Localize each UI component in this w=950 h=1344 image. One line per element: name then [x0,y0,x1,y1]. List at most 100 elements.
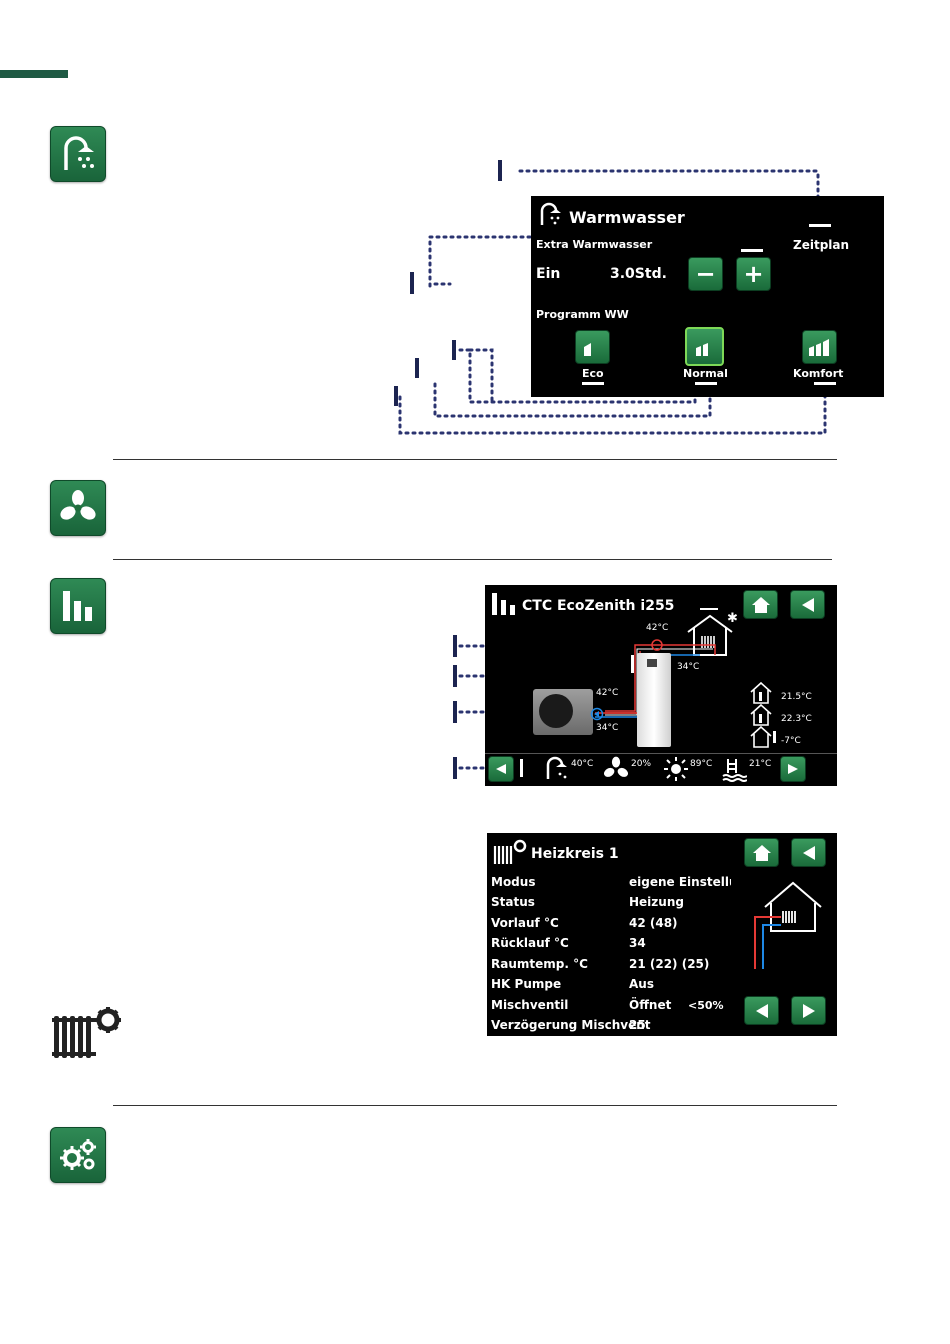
tank-marker [631,655,634,673]
bottom-fan-value: 20% [631,759,652,769]
room1-temp: 21.5°C [781,692,812,702]
sun-icon [664,757,688,781]
level-high-icon [808,339,829,356]
house-radiator-icon [754,881,822,969]
extra-warmwasser-label: Extra Warmwasser [536,238,653,251]
warmwasser-screen: Warmwasser Zeitplan Extra Warmwasser Ein… [531,196,884,397]
overview-title: CTC EcoZenith i255 [522,598,675,614]
back-arrow-icon [496,764,506,774]
back-button[interactable] [791,838,826,867]
bottom-bar-divider [485,753,837,754]
back-button[interactable] [790,590,825,619]
level-low-icon [583,343,591,356]
extra-ww-hours: 3.0Std. [610,266,667,282]
plus-marker [741,249,763,252]
modus-label: Modus [491,875,536,889]
normal-label: Normal [683,367,728,380]
hk-pumpe-label: HK Pumpe [491,977,562,991]
divider [113,1105,837,1106]
back-arrow-icon [755,1003,768,1018]
komfort-label: Komfort [793,367,844,380]
house-flow-temp: 42°C [646,623,669,633]
fan-icon [60,490,96,520]
outdoor-temp: -7°C [781,736,801,746]
hp-return-temp: 34°C [596,723,619,733]
status-label: Status [491,895,535,909]
eco-marker [582,382,604,385]
bottom-solar-temp: 89°C [690,759,713,769]
bottom-next-button[interactable] [780,756,806,782]
komfort-button[interactable] [802,330,837,364]
shower-icon [64,136,94,170]
divider [113,459,837,460]
fan-icon [603,756,629,777]
heat-pump-unit [533,689,593,735]
heizkreis-title: Heizkreis 1 [531,846,619,862]
room2-temp: 22.3°C [781,714,812,724]
radiator-gear-icon [493,839,527,864]
overview-screen: CTC EcoZenith i255 ✱ 42°C 34°C 42°C 34°C… [485,585,837,786]
plus-button[interactable]: + [736,257,771,291]
heizkreis-screen: Heizkreis 1 Modus eigene Einstellung Sta… [487,833,837,1036]
shower-icon [546,756,567,779]
mischventil-percent: <50% [688,999,724,1012]
forward-arrow-icon [788,764,798,774]
home-icon [752,844,771,861]
zeitplan-button[interactable]: Zeitplan [793,238,850,252]
next-page-button[interactable] [791,996,826,1025]
eco-label: Eco [582,367,604,380]
gears-icon [60,1139,96,1170]
mischventil-label: Mischventil [491,998,569,1012]
home-button[interactable] [743,590,778,619]
bottom-marker [520,759,523,777]
status-value: Heizung [629,895,684,909]
raumtemp-value: 21 (22) (25) [629,957,710,971]
vorlauf-label: Vorlauf °C [491,916,559,930]
komfort-marker [814,382,836,385]
zeitplan-marker [809,224,831,227]
raumtemp-label: Raumtemp. °C [491,957,588,971]
level-medium-icon [695,342,708,356]
back-arrow-icon [802,845,815,860]
ruecklauf-value: 34 [629,936,646,950]
radiator-gear-icon [52,1007,121,1058]
bar-levels-icon [63,591,92,621]
bottom-ww-temp: 40°C [571,759,594,769]
normal-button[interactable] [685,327,724,366]
verzoegerung-value: 25 [629,1018,646,1032]
house-marker [700,608,718,610]
room1-house-icon [750,681,772,704]
shower-icon [540,202,561,225]
verzoegerung-label: Verzögerung Mischvent [491,1018,651,1032]
pool-icon [722,759,747,782]
ruecklauf-label: Rücklauf °C [491,936,569,950]
outdoor-temp-icon [750,725,776,748]
mischventil-value: Öffnet [629,998,672,1012]
eco-button[interactable] [575,330,610,364]
hp-flow-temp: 42°C [596,688,619,698]
bar-levels-icon [492,593,515,615]
bottom-pool-temp: 21°C [749,759,772,769]
settings-tile-icon[interactable] [50,1127,106,1183]
prev-page-button[interactable] [744,996,779,1025]
tank-unit [637,653,671,747]
forward-arrow-icon [802,1003,815,1018]
warmwasser-tile-icon[interactable] [50,126,106,182]
normal-marker [695,382,717,385]
home-button[interactable] [744,838,779,867]
svg-text:✱: ✱ [727,611,738,626]
home-icon [751,596,770,613]
circulation-pump-icon [590,707,604,721]
back-arrow-icon [801,597,814,612]
header-accent-bar [0,70,68,78]
vorlauf-value: 42 (48) [629,916,678,930]
modus-value: eigene Einstellung [629,875,731,889]
bottom-prev-button[interactable] [488,756,514,782]
operation-tile-icon[interactable] [50,578,106,634]
extra-ww-state: Ein [536,266,561,282]
house-return-temp: 34°C [677,662,700,672]
ventilation-tile-icon[interactable] [50,480,106,536]
warmwasser-title: Warmwasser [569,208,685,227]
divider [113,559,832,560]
minus-button[interactable]: − [688,257,723,291]
